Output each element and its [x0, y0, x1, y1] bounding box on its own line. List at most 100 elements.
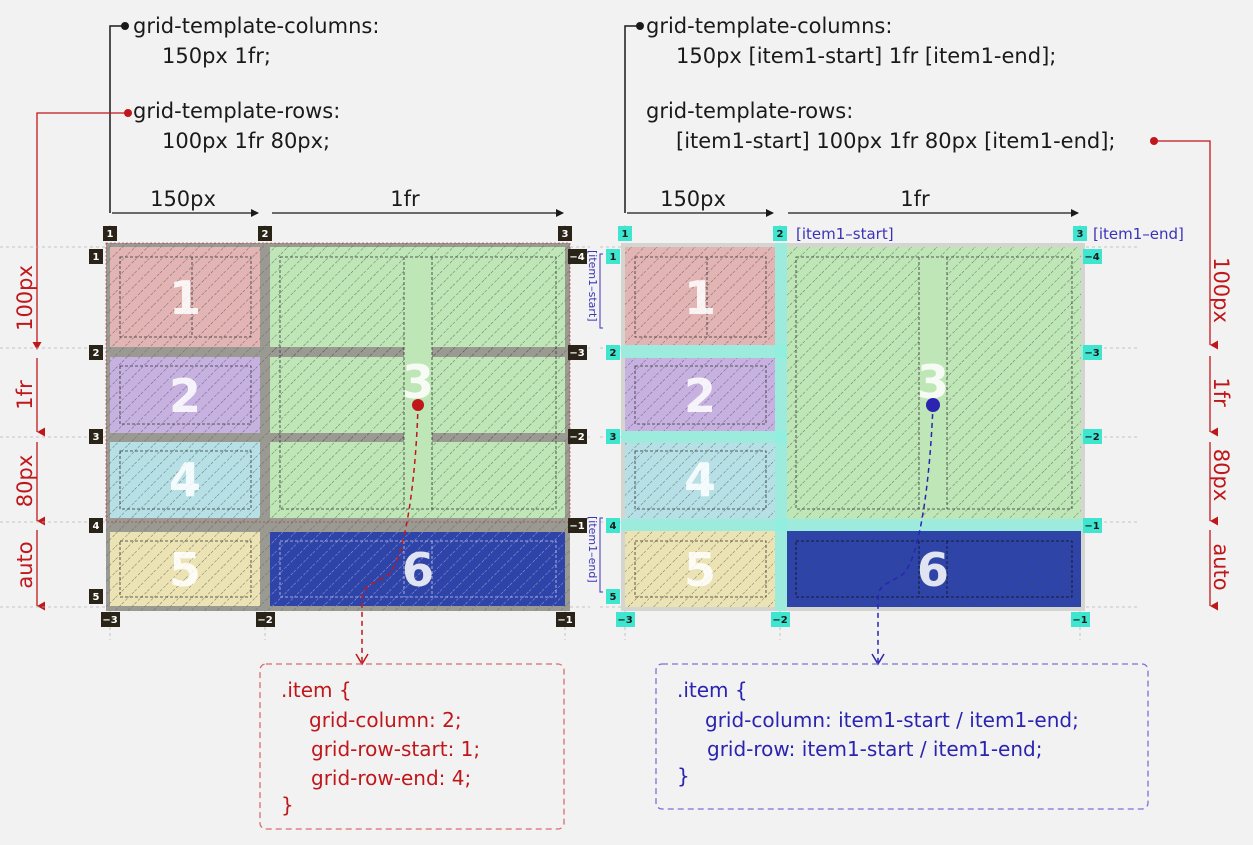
- left-code-line-5: }: [281, 793, 294, 817]
- right-col-name-start: [item1–start]: [796, 225, 894, 243]
- svg-text:4: 4: [93, 521, 100, 532]
- right-item-1-label: 1: [684, 271, 716, 325]
- right-rows-prop: grid-template-rows:: [646, 99, 853, 123]
- left-row3-dim-label: 80px: [13, 455, 37, 507]
- left-row-line-badge-2: 2: [89, 345, 103, 360]
- left-row1-dim-label: 100px: [13, 265, 37, 331]
- svg-text:4: 4: [610, 521, 617, 532]
- right-rows-value: [item1-start] 100px 1fr 80px [item1-end]…: [676, 129, 1116, 153]
- svg-text:−2: −2: [1084, 432, 1099, 443]
- right-col-line-badge-3: 3: [1073, 226, 1087, 241]
- left-rows-prop: grid-template-rows:: [133, 99, 340, 123]
- left-rows-connector: [36, 109, 132, 345]
- svg-text:−3: −3: [102, 615, 117, 626]
- right-row2-dim-label: 1fr: [1209, 377, 1233, 407]
- left-item-4: 4: [110, 442, 260, 518]
- left-code-line-4: grid-row-end: 4;: [311, 766, 471, 790]
- left-row-line-neg-badge-4: −4: [568, 249, 587, 264]
- svg-text:2: 2: [262, 229, 269, 240]
- svg-text:−3: −3: [1084, 348, 1099, 359]
- right-row1-dim-label: 100px: [1209, 257, 1233, 323]
- left-col-line-neg-badge-2: −2: [256, 612, 275, 627]
- left-col-line-badge-2: 2: [258, 226, 272, 241]
- right-col-line-badge-2: 2: [773, 226, 787, 241]
- right-item-6: 6: [787, 531, 1081, 607]
- right-row-line-neg-badge-1: −1: [1083, 518, 1102, 533]
- left-item-1-label: 1: [169, 271, 201, 325]
- svg-text:−2: −2: [569, 432, 584, 443]
- left-item-5: 5: [110, 532, 260, 606]
- right-row-line-neg-badge-3: −3: [1083, 345, 1102, 360]
- left-item-2-label: 2: [169, 369, 201, 423]
- svg-text:3: 3: [562, 229, 569, 240]
- svg-text:−4: −4: [569, 252, 584, 263]
- left-item-5-label: 5: [169, 543, 201, 597]
- right-row-line-badge-2: 2: [606, 345, 620, 360]
- svg-text:−2: −2: [257, 615, 272, 626]
- right-line-badges: 1 2 3 −3 −2 −1 1 2 3 4 5 −4 −3 −2 −1: [606, 226, 1102, 627]
- right-panel: grid-template-columns: 150px [item1-star…: [586, 14, 1233, 810]
- right-col-line-neg-badge-3: −3: [616, 612, 635, 627]
- svg-text:[item1–start]: [item1–start]: [586, 250, 599, 322]
- right-col1-dim-label: 150px: [660, 187, 726, 211]
- svg-text:−1: −1: [1072, 615, 1087, 626]
- svg-text:−4: −4: [1084, 252, 1099, 263]
- svg-text:2: 2: [777, 229, 784, 240]
- left-col-line-neg-badge-3: −3: [101, 612, 120, 627]
- right-item-2: 2: [625, 358, 775, 431]
- right-row-line-badge-3: 3: [606, 429, 620, 444]
- right-item-1: 1: [625, 247, 775, 345]
- right-row-line-badge-5: 5: [606, 589, 620, 604]
- svg-text:−3: −3: [569, 348, 584, 359]
- left-row-line-neg-badge-2: −2: [568, 429, 587, 444]
- left-row-name-start: [item1–start]: [586, 250, 603, 329]
- svg-text:−1: −1: [1084, 521, 1099, 532]
- right-item-2-label: 2: [684, 369, 716, 423]
- svg-text:1: 1: [610, 252, 617, 263]
- svg-text:5: 5: [93, 592, 100, 603]
- svg-text:1: 1: [93, 252, 100, 263]
- left-item-6: 6: [270, 532, 565, 606]
- svg-text:[item1–end]: [item1–end]: [586, 516, 599, 583]
- svg-text:−3: −3: [617, 615, 632, 626]
- svg-text:1: 1: [622, 229, 629, 240]
- left-code-line-2: grid-column: 2;: [309, 708, 462, 732]
- left-line-badges: 1 2 3 −3 −2 −1 1 2 3 4 5 −4 −3 −2 −1: [89, 226, 587, 627]
- right-col-line-badge-1: 1: [618, 226, 632, 241]
- right-col-line-neg-badge-1: −1: [1071, 612, 1090, 627]
- svg-text:−2: −2: [772, 615, 787, 626]
- right-row-line-badge-4: 4: [606, 518, 620, 533]
- left-row-line-badge-5: 5: [89, 589, 103, 604]
- left-row-line-badge-4: 4: [89, 518, 103, 533]
- svg-text:3: 3: [93, 432, 100, 443]
- left-item-2: 2: [110, 357, 260, 433]
- left-item-1: 1: [110, 247, 260, 347]
- right-rows-connector: [1150, 137, 1211, 240]
- right-col-name-end: [item1–end]: [1093, 225, 1184, 243]
- svg-text:5: 5: [610, 592, 617, 603]
- right-code-box: .item { grid-column: item1-start / item1…: [655, 663, 1149, 810]
- svg-text:2: 2: [93, 348, 100, 359]
- right-row-line-neg-badge-4: −4: [1083, 249, 1102, 264]
- left-row2-dim-label: 1fr: [13, 380, 37, 410]
- left-code-line-1: .item {: [281, 678, 352, 702]
- left-col-line-neg-badge-1: −1: [556, 612, 575, 627]
- left-col2-dim-label: 1fr: [390, 187, 420, 211]
- right-item-4: 4: [625, 443, 775, 519]
- left-cols-prop: grid-template-columns:: [133, 14, 379, 38]
- left-item-6-label: 6: [402, 543, 434, 597]
- left-col-line-badge-3: 3: [558, 226, 572, 241]
- right-cols-connector: [624, 22, 644, 213]
- left-row-name-end: [item1–end]: [586, 516, 603, 593]
- right-cols-prop: grid-template-columns:: [646, 14, 892, 38]
- right-item-5: 5: [625, 531, 775, 607]
- left-col1-dim-label: 150px: [150, 187, 216, 211]
- left-panel: grid-template-columns: 150px 1fr; grid-t…: [0, 14, 590, 830]
- left-col-line-badge-1: 1: [103, 226, 117, 241]
- left-row-line-badge-1: 1: [89, 249, 103, 264]
- left-row-line-neg-badge-1: −1: [568, 518, 587, 533]
- right-code-line-1: .item {: [677, 678, 748, 702]
- svg-text:1: 1: [107, 229, 114, 240]
- right-code-line-2: grid-column: item1-start / item1-end;: [705, 708, 1079, 732]
